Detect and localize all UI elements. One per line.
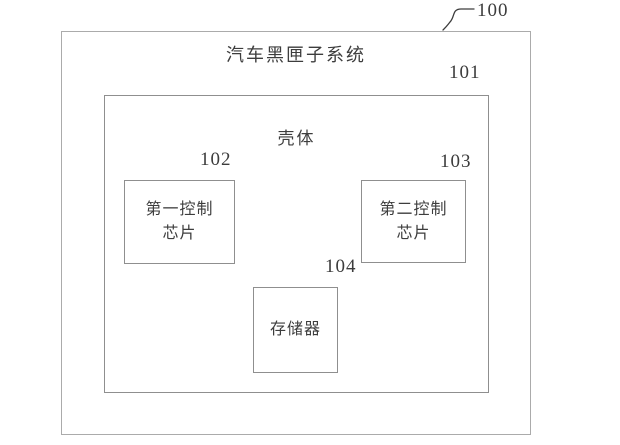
ref-label-104: 104 [325,256,357,277]
system-title: 汽车黑匣子系统 [226,45,366,65]
leader-line-100 [442,8,475,31]
second-control-chip-box: 第二控制 芯片 [361,180,466,263]
first-control-chip-label-line2: 芯片 [162,225,197,242]
ref-label-103: 103 [440,151,472,172]
memory-box: 存储器 [253,287,338,373]
housing-title: 壳体 [277,129,316,148]
ref-label-102: 102 [200,149,232,170]
memory-label: 存储器 [269,321,321,338]
second-control-chip-label-line2: 芯片 [396,224,431,242]
first-control-chip-box: 第一控制 芯片 [124,180,235,264]
second-control-chip-label-line1: 第二控制 [379,200,448,218]
ref-label-101: 101 [449,62,481,83]
ref-label-100: 100 [477,0,509,21]
first-control-chip-label-line1: 第一控制 [145,201,214,218]
